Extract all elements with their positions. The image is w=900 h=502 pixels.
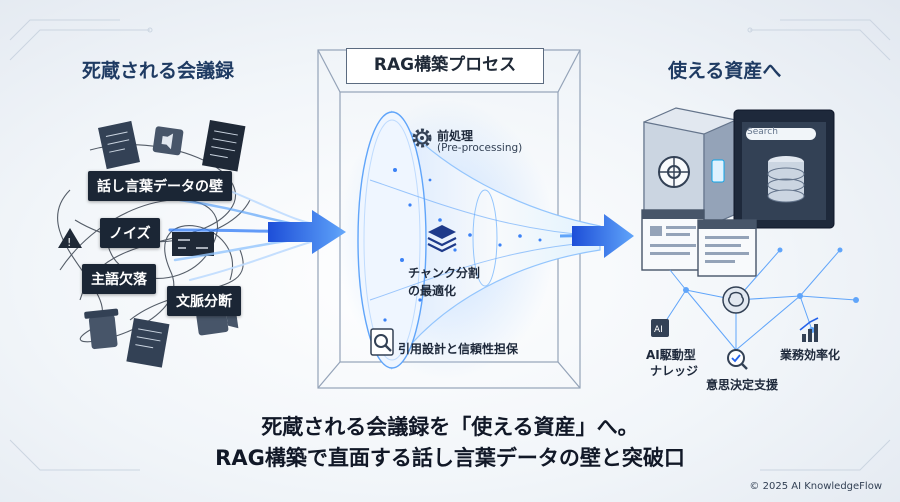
step-preprocessing-label: 前処理 — [437, 129, 474, 143]
ai-knowledge-line2: ナレッジ — [650, 364, 699, 378]
tag-spoken-data-wall: 話し言葉データの壁 — [88, 171, 232, 201]
growth-chart-icon — [799, 317, 819, 342]
layers-icon — [427, 225, 457, 253]
step-preprocessing-sub: (Pre-processing) — [437, 142, 523, 154]
left-section-title: 死蔵される会議録 — [82, 60, 235, 82]
vault-icon — [643, 107, 737, 229]
tag-context-split: 文脈分断 — [167, 286, 241, 316]
svg-text:!: ! — [67, 236, 71, 249]
circuit-decoration — [9, 19, 891, 471]
middle-section-title: RAG構築プロセス — [346, 48, 544, 84]
arrow-to-process — [268, 210, 346, 254]
step-chunking-sub: の最適化 — [408, 284, 457, 298]
headline-line1: 死蔵される会議録を「使える資産」へ。 — [261, 415, 639, 439]
step-citation-label: 引用設計と信頼性担保 — [398, 342, 519, 356]
tag-noise: ノイズ — [100, 218, 160, 248]
step-chunking-label: チャンク分割 — [408, 266, 480, 280]
magnifier-document-icon — [370, 328, 394, 356]
checkmark-magnifier-icon — [727, 349, 748, 370]
app-windows-icon — [641, 209, 757, 277]
decision-support-label: 意思決定支援 — [706, 378, 779, 392]
svg-text:AI: AI — [654, 325, 663, 335]
document-clutter: ! — [58, 120, 246, 368]
search-placeholder: Search — [747, 127, 778, 137]
rag-funnel — [335, 100, 601, 380]
headline-line2: RAG構築で直面する話し言葉データの壁と突破口 — [215, 446, 685, 470]
tag-missing-subject: 主語欠落 — [82, 264, 156, 294]
ai-knowledge-line1: AI駆動型 — [646, 348, 696, 362]
arrow-to-assets — [572, 214, 634, 258]
gear-icon — [412, 128, 432, 148]
brain-icon — [722, 286, 750, 314]
copyright: © 2025 AI KnowledgeFlow — [749, 481, 882, 492]
efficiency-label: 業務効率化 — [780, 348, 841, 362]
right-section-title: 使える資産へ — [668, 60, 782, 82]
ai-chip-icon: AI — [651, 319, 669, 337]
monitor-database-icon — [733, 109, 835, 229]
